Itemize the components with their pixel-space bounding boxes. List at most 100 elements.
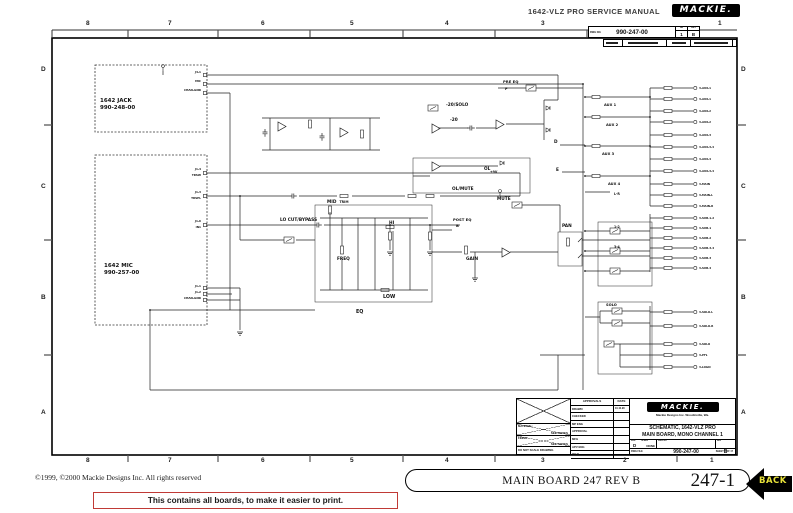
back-label: BACK	[759, 476, 787, 486]
connector-row: 3-PFL	[650, 353, 708, 357]
schematic-label: E	[556, 167, 559, 173]
schematic-label: PAN	[562, 223, 572, 229]
schematic-label: +9V	[490, 170, 498, 174]
connector-label: 3-SUB-4	[699, 266, 711, 270]
schematic-label: MIC	[195, 79, 201, 83]
schematic-label: FREQ	[337, 256, 350, 262]
connector-label: 3-SOLO	[699, 342, 711, 346]
board-nav-pill[interactable]: MAIN BOARD 247 REV B 247-1	[405, 469, 750, 492]
company-name: Mackie Designs Inc. Woodinville, Wa.	[655, 413, 709, 417]
connector-row: 3-AUX-2	[650, 120, 711, 124]
revision-history-strip	[603, 38, 737, 47]
schematic-label: OL/MUTE	[452, 186, 474, 192]
page-ref: 247-1	[690, 469, 735, 491]
connector-label: 3-SUB-2	[699, 236, 711, 240]
connector-row: 3-SUB-4	[650, 266, 711, 270]
schematic-label: IN1	[196, 225, 201, 229]
schematic-label: D	[554, 139, 558, 145]
frame-number-bottom: 4	[445, 457, 449, 464]
schematic-label: LOW	[383, 294, 396, 300]
frame-number-bottom: 7	[168, 457, 172, 464]
schematic-label: POST EQ	[453, 217, 472, 222]
schematic-label: -20	[450, 117, 458, 123]
schematic-label: CHAN-GND	[184, 296, 202, 300]
dwg-no-label: DWG NO.	[590, 31, 602, 34]
connector-row: 3-AUX-1	[650, 86, 711, 90]
connector-label: 3-MAIN-L	[699, 193, 713, 197]
frame-letter-right: B	[741, 294, 746, 301]
connector-label: 3-AUX-1	[699, 97, 711, 101]
schematic-label: HI	[389, 220, 395, 226]
schematic-label: 990-257-00	[104, 270, 139, 276]
frame-number-top: 4	[445, 20, 449, 27]
connector-label: 3-SUB-3-4	[699, 246, 714, 250]
schematic-label: 3-4	[614, 245, 621, 249]
connector-row: 3-AUX-3-4	[650, 169, 714, 173]
drawing-number: DWG NO. 990-247-00	[590, 29, 648, 36]
approval-row: MFG	[571, 435, 629, 444]
title-block-dwg-number: 990-247-00	[673, 449, 699, 455]
schematic-label: 1642 JACK	[100, 98, 133, 104]
approval-row: CHECKED	[571, 413, 629, 421]
frame-number-bottom: 1	[710, 457, 714, 464]
schematic-label: AUX 1	[604, 103, 617, 107]
connector-row: 3-SOLO-L	[650, 310, 713, 314]
jack-module-box	[94, 64, 208, 133]
frame-number-bottom: 3	[541, 457, 545, 464]
manual-title: 1642-VLZ PRO SERVICE MANUAL	[528, 7, 660, 16]
schematic-label: TRIM	[340, 200, 349, 204]
connector-label: 3-PFL	[699, 353, 708, 357]
frame-letter-left: D	[41, 66, 46, 73]
frame-number-bottom: 2	[623, 457, 627, 464]
connector-row: 3-LOGIC	[650, 365, 711, 369]
drawing-number-box: DWG NO. 990-247-00 SH 1 REV B	[588, 26, 700, 38]
copyright-text: ©1999, ©2000 Mackie Designs Inc. All rig…	[35, 473, 202, 482]
frame-number-top: 6	[261, 20, 265, 27]
schematic-label: AUX 3	[602, 152, 615, 156]
approvals-header: APPROVALS	[571, 399, 614, 405]
connector-row: 3-MAIN	[650, 182, 710, 186]
connector-row: 3-AUX-3-4	[650, 145, 714, 149]
approval-row: APV ENG	[571, 443, 629, 452]
print-notice: This contains all boards, to make it eas…	[93, 492, 398, 509]
approval-row: MP ENG	[571, 420, 629, 429]
connector-label: 3-SUB-1	[699, 226, 711, 230]
schematic-label: B	[456, 223, 459, 228]
connector-row: 3-SUB-3-4	[650, 246, 714, 250]
approval-row: APPROVAL	[571, 428, 629, 436]
frame-number-top: 7	[168, 20, 172, 27]
sheet-cell: SH 1	[675, 27, 687, 37]
approval-row: QUAL	[571, 451, 629, 459]
connector-label: 3-AUX-3-4	[699, 169, 714, 173]
schematic-label: OL	[484, 166, 491, 172]
connector-label: 3-LOGIC	[699, 365, 711, 369]
schematic-label: LO CUT/BYPASS	[280, 217, 317, 223]
schematic-label: L-R	[614, 192, 620, 196]
connector-row: 3-SUB-2	[650, 236, 711, 240]
company-cell: MACKIE. Mackie Designs Inc. Woodinville,…	[630, 399, 735, 425]
connector-label: 3-SUB-3	[699, 256, 711, 260]
mackie-logo-small: MACKIE.	[646, 402, 719, 412]
connector-label: 3-MAIN-R	[699, 204, 714, 208]
frame-number-top: 8	[86, 20, 90, 27]
rev-cell: REV B	[687, 27, 699, 37]
back-button[interactable]: BACK	[744, 463, 793, 505]
mackie-logo: MACKIE.	[672, 4, 740, 17]
drawing-title-line1: SCHEMATIC, 1642-VLZ PRO	[649, 425, 716, 431]
connector-row: 3-AUX-1	[650, 97, 711, 101]
schematic-label: 1-2	[614, 225, 620, 229]
schematic-label: EQ	[356, 309, 363, 315]
number-row: SIZE D SCALE NONE DWG NO. 990-247-00 REV…	[630, 440, 735, 455]
connector-row: 3-MAIN-L	[650, 193, 713, 197]
connector-label: 3-SUB-1-2	[699, 216, 714, 220]
drawing-title-cell: SCHEMATIC, 1642-VLZ PRO MAIN BOARD, MONO…	[630, 425, 735, 440]
frame-number-bottom: 6	[261, 457, 265, 464]
connector-label: 3-AUX-1	[699, 86, 711, 90]
schematic-label: GAIN	[466, 256, 478, 262]
connector-label: 3-AUX-4	[699, 157, 711, 161]
connector-label: 3-AUX-3	[699, 133, 711, 137]
back-arrow-icon	[746, 468, 792, 500]
mic-module-box	[94, 154, 208, 326]
